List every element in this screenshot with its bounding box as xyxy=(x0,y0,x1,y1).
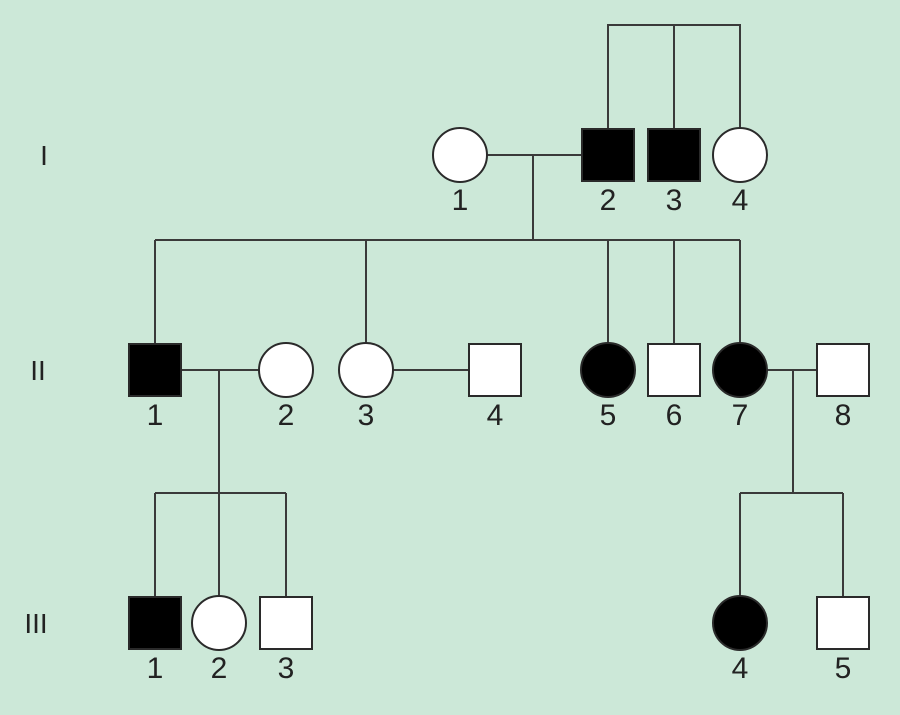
generation-label-i: I xyxy=(40,140,48,171)
individual-iii-4: 4 xyxy=(712,595,768,685)
unaffected-male-square-ii-4 xyxy=(468,343,522,397)
affected-female-circle-ii-7 xyxy=(712,342,768,398)
unaffected-male-square-ii-8 xyxy=(816,343,870,397)
individual-number-iii-4: 4 xyxy=(732,652,749,685)
individual-number-ii-1: 1 xyxy=(147,399,164,432)
individual-number-i-3: 3 xyxy=(666,184,683,217)
individual-i-4: 4 xyxy=(712,127,768,217)
individual-number-ii-6: 6 xyxy=(666,399,683,432)
individual-ii-2: 2 xyxy=(258,342,314,432)
individual-iii-3: 3 xyxy=(259,596,313,685)
individual-ii-7: 7 xyxy=(712,342,768,432)
individual-i-2: 2 xyxy=(581,128,635,217)
affected-male-square-i-2 xyxy=(581,128,635,182)
individual-number-iii-1: 1 xyxy=(147,652,164,685)
unaffected-female-circle-i-4 xyxy=(712,127,768,183)
individual-number-iii-5: 5 xyxy=(835,652,852,685)
affected-male-square-ii-1 xyxy=(128,343,182,397)
unaffected-female-circle-i-1 xyxy=(432,127,488,183)
affected-female-circle-ii-5 xyxy=(580,342,636,398)
affected-female-circle-iii-4 xyxy=(712,595,768,651)
individual-iii-1: 1 xyxy=(128,596,182,685)
unaffected-female-circle-ii-2 xyxy=(258,342,314,398)
individual-ii-1: 1 xyxy=(128,343,182,432)
individual-ii-6: 6 xyxy=(647,343,701,432)
individual-number-ii-4: 4 xyxy=(487,399,504,432)
individual-number-i-1: 1 xyxy=(452,184,469,217)
individual-ii-8: 8 xyxy=(816,343,870,432)
individual-iii-5: 5 xyxy=(816,596,870,685)
individual-i-1: 1 xyxy=(432,127,488,217)
individual-ii-4: 4 xyxy=(468,343,522,432)
individual-number-ii-3: 3 xyxy=(358,399,375,432)
unaffected-male-square-iii-3 xyxy=(259,596,313,650)
individual-symbols: 1 2 3 4 1 2 3 4 5 6 7 8 1 2 3 4 5 xyxy=(128,127,870,685)
individual-ii-3: 3 xyxy=(338,342,394,432)
individual-ii-5: 5 xyxy=(580,342,636,432)
unaffected-female-circle-ii-3 xyxy=(338,342,394,398)
affected-male-square-iii-1 xyxy=(128,596,182,650)
generation-label-ii: II xyxy=(30,355,46,386)
unaffected-male-square-iii-5 xyxy=(816,596,870,650)
individual-number-iii-2: 2 xyxy=(211,652,228,685)
individual-i-3: 3 xyxy=(647,128,701,217)
individual-number-ii-8: 8 xyxy=(835,399,852,432)
individual-number-i-4: 4 xyxy=(732,184,749,217)
individual-number-iii-3: 3 xyxy=(278,652,295,685)
affected-male-square-i-3 xyxy=(647,128,701,182)
individual-number-i-2: 2 xyxy=(600,184,617,217)
individual-number-ii-7: 7 xyxy=(732,399,749,432)
unaffected-female-circle-iii-2 xyxy=(191,595,247,651)
unaffected-male-square-ii-6 xyxy=(647,343,701,397)
generation-label-iii: III xyxy=(24,608,47,639)
individual-number-ii-2: 2 xyxy=(278,399,295,432)
individual-iii-2: 2 xyxy=(191,595,247,685)
individual-number-ii-5: 5 xyxy=(600,399,617,432)
